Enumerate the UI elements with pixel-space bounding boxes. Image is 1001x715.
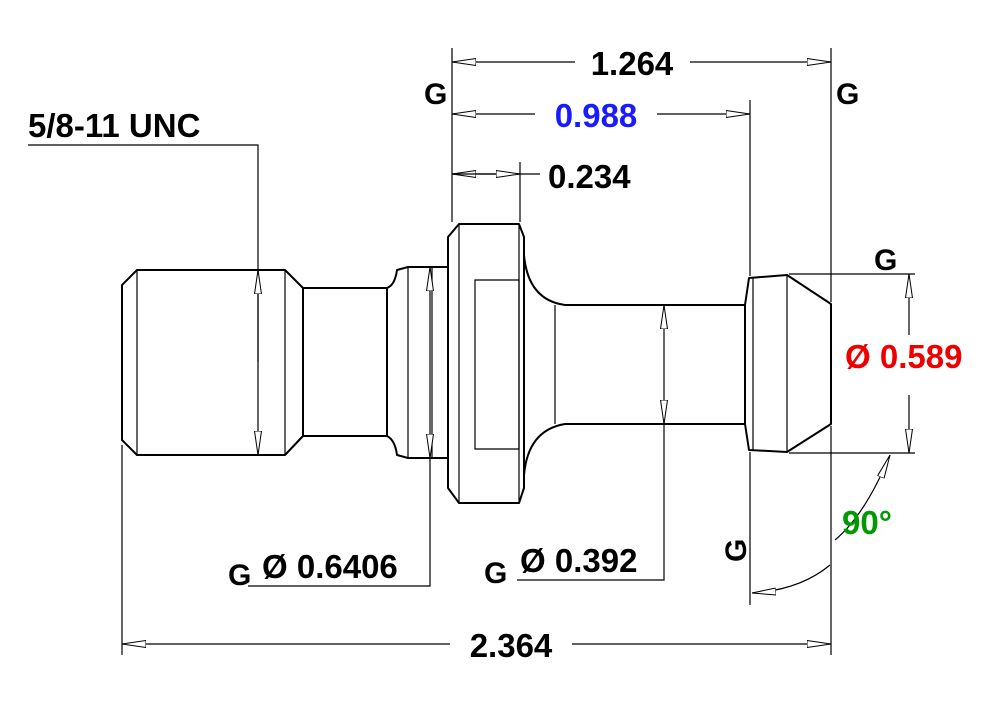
shank-diameter-label: Ø 0.392 [520, 542, 637, 579]
threaded-end [121, 269, 304, 456]
part-outline [121, 223, 832, 504]
thread-spec-label: 5/8-11 UNC [28, 107, 200, 144]
collar-diameter-label: Ø 0.6406 [262, 548, 398, 585]
dim-thread [28, 144, 258, 455]
head-diameter-label: Ø 0.589 [845, 338, 962, 375]
collar [386, 266, 449, 459]
flange [447, 223, 525, 504]
dim-angle [752, 455, 891, 593]
dim-shank [517, 305, 664, 581]
cone-angle-label: 90° [842, 504, 892, 541]
thread-relief [303, 287, 388, 437]
overall-length-label: 2.364 [470, 627, 553, 664]
length-2-label: 0.988 [555, 97, 638, 134]
g-marker-shank: G [484, 557, 507, 590]
dim-collar [248, 267, 430, 587]
g-marker-left-top: G [424, 78, 447, 111]
head [744, 274, 832, 453]
g-marker-head: G [874, 244, 897, 277]
g-marker-right-top: G [836, 78, 859, 111]
shank [523, 254, 746, 476]
g-marker-collar: G [228, 559, 251, 592]
extension-lines [121, 48, 915, 655]
flange-width-label: 0.234 [548, 158, 631, 195]
g-marker-rotated: G [720, 539, 753, 562]
length-1-label: 1.264 [591, 45, 674, 82]
